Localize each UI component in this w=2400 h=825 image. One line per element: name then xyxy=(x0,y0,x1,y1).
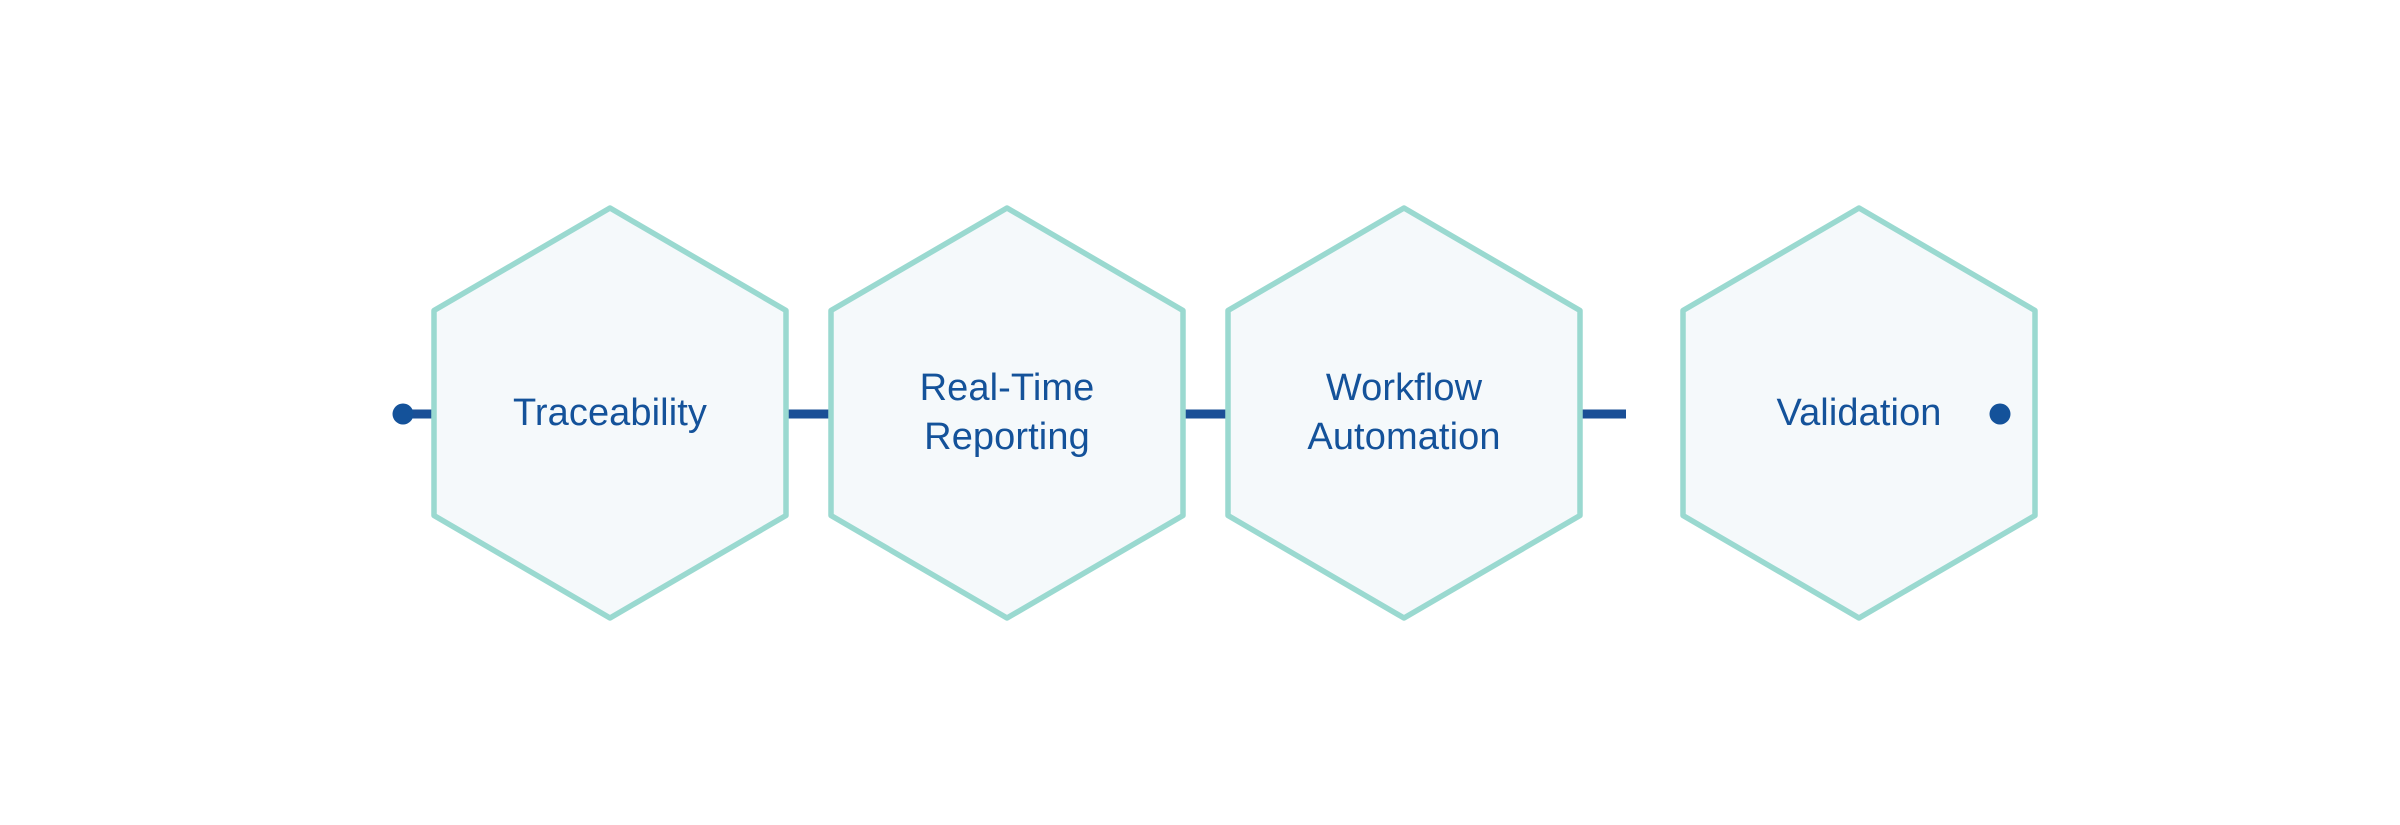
hexagon-workflow-automation[interactable] xyxy=(1225,205,1583,621)
end-terminal-dot[interactable] xyxy=(1989,403,2011,425)
hexagon-real-time-reporting[interactable] xyxy=(828,205,1186,621)
start-terminal-dot[interactable] xyxy=(392,403,414,425)
terminal-dot-group xyxy=(392,403,2011,425)
hexagon-node-group xyxy=(431,205,2038,621)
hexagon-validation[interactable] xyxy=(1680,205,2038,621)
hexagon-traceability[interactable] xyxy=(431,205,789,621)
